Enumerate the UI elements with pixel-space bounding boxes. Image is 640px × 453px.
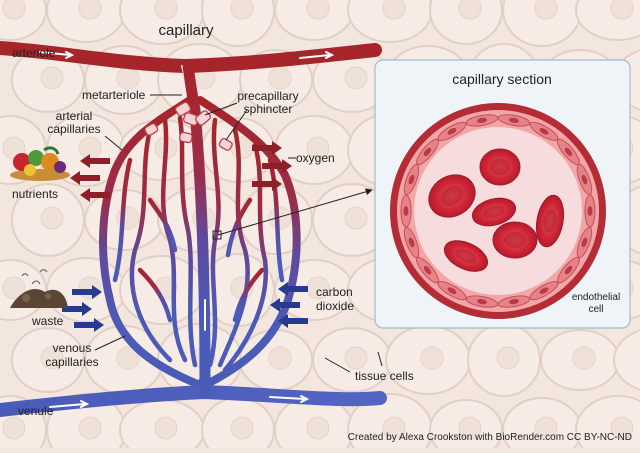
- label-venous: venous: [53, 341, 92, 355]
- oxygen-arrows: [252, 141, 292, 191]
- label-endothelial: endothelial: [572, 292, 620, 303]
- tissue-cells-leader-1: [324, 357, 351, 373]
- fruit-basket-icon: [10, 146, 70, 181]
- carbon-dioxide-arrows: [270, 282, 308, 328]
- label-nutrients: nutrients: [12, 187, 58, 201]
- label-carbon: carbon: [316, 285, 353, 299]
- tissue-cell: [502, 397, 582, 453]
- red-blood-cell: [471, 197, 517, 227]
- endothelial-cells: [400, 114, 596, 308]
- label-venule: venule: [18, 404, 54, 418]
- label-arteriole: arteriole: [12, 46, 56, 60]
- tissue-cell: [201, 0, 275, 47]
- tissue-cells-leader-2: [377, 351, 383, 367]
- label-endothelial-cell: cell: [588, 304, 603, 315]
- label-arterial-capillaries: capillaries: [47, 122, 100, 136]
- label-sphincter: sphincter: [244, 102, 293, 116]
- red-blood-cell: [535, 194, 565, 248]
- label-arterial: arterial: [56, 109, 93, 123]
- arteriole-flow-arrow: [39, 51, 71, 56]
- venous-capillaries-leader: [94, 335, 126, 351]
- inset-pointer: [217, 188, 373, 236]
- sphincter-6: [218, 137, 233, 151]
- sphincter-4: [144, 122, 159, 136]
- red-blood-cell: [492, 221, 538, 259]
- nutrient-arrows: [70, 154, 110, 202]
- tissue-cell: [575, 395, 640, 453]
- tissue-cell: [11, 327, 85, 393]
- arterial-capillary-left: [99, 96, 204, 389]
- tissue-cell: [11, 47, 85, 113]
- sphincter-5: [179, 131, 193, 144]
- red-blood-cell: [479, 148, 521, 186]
- tissue-cell: [467, 323, 541, 397]
- label-waste: waste: [31, 314, 64, 328]
- label-precapillary: precapillary: [237, 89, 298, 103]
- tissue-cell: [429, 0, 503, 45]
- tissue-cell: [575, 0, 640, 41]
- red-blood-cell: [428, 174, 476, 218]
- label-tissue-cells: tissue cells: [355, 369, 414, 383]
- label-oxygen: oxygen: [296, 151, 335, 165]
- tissue-cell: [385, 325, 471, 395]
- label-dioxide: dioxide: [316, 299, 354, 313]
- tissue-cell: [613, 329, 640, 391]
- tissue-cell: [312, 327, 392, 393]
- tissue-cell: [0, 0, 47, 41]
- tissue-cell: [347, 0, 433, 43]
- arterial-capillary-right: [196, 96, 301, 389]
- sphincter-leader-1: [204, 102, 238, 116]
- red-blood-cells: [428, 148, 565, 272]
- tissue-cell: [119, 399, 205, 453]
- credit-line: Created by Alexa Crookston with BioRende…: [348, 432, 632, 443]
- tissue-cell: [157, 43, 243, 117]
- waste-arrows: [62, 285, 104, 332]
- label-venous-capillaries: capillaries: [45, 355, 98, 369]
- sphincter-leader-2: [225, 109, 248, 141]
- capillary-network: [0, 41, 387, 417]
- red-blood-cell: [443, 240, 489, 272]
- arterial-capillaries-leader: [104, 135, 123, 151]
- page-title: capillary: [158, 22, 214, 39]
- magnified-region-marker: [212, 230, 222, 240]
- tissue-cell: [540, 329, 620, 391]
- capillary-section-inset: [374, 59, 631, 329]
- waste-pile-icon: [10, 269, 68, 308]
- inset-title: capillary section: [452, 71, 552, 87]
- label-metarteriole: metarteriole: [82, 88, 146, 102]
